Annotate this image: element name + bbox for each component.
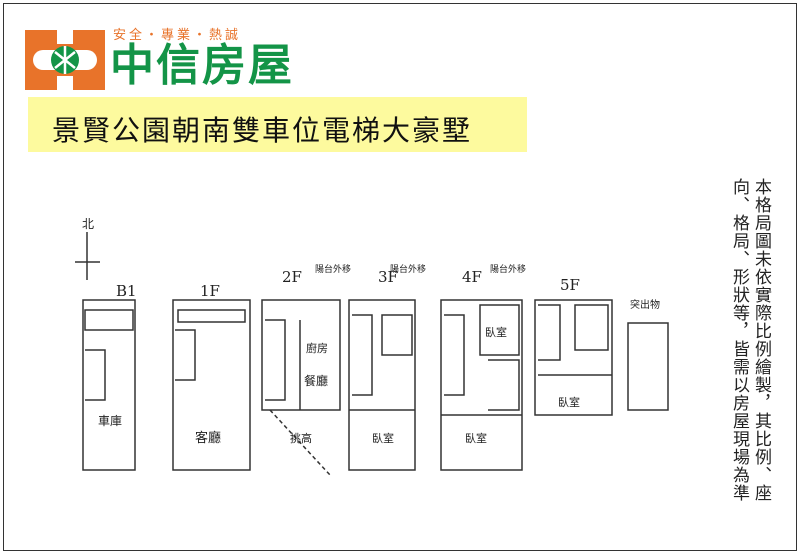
room-bedroom-3f: 臥室 <box>372 431 394 445</box>
room-kitchen: 廚房 <box>306 341 328 355</box>
balcony-note-2f: 陽台外移 <box>315 263 351 275</box>
disclaimer-line-1: 本格局圖未依實際比例繪製，其比例、座 <box>751 178 771 502</box>
floor-label-b1: B1 <box>116 282 137 300</box>
page-title: 景賢公園朝南雙車位電梯大豪墅 <box>52 114 473 147</box>
floor-plans: 北 B1 1F 2F 3F 4F 5F 突出物 車庫 客廳 廚房 餐廳 挑高 陽… <box>75 217 669 476</box>
balcony-note-3f: 陽台外移 <box>390 263 426 275</box>
slogan: 安全・專業・熱誠 <box>113 28 242 43</box>
plan-4f <box>440 299 523 471</box>
floor-label-2f: 2F <box>282 268 302 286</box>
page-border <box>3 3 797 551</box>
floor-label-1f: 1F <box>200 282 220 300</box>
plan-2f <box>261 299 341 411</box>
floor-label-3f: 3F <box>378 268 398 286</box>
room-void: 挑高 <box>290 431 312 445</box>
floor-label-roof: 突出物 <box>630 298 660 311</box>
disclaimer-line-2: 向、格局、形狀等，皆需以房屋現場為準 <box>729 178 749 502</box>
room-bedroom-4f-a: 臥室 <box>485 325 507 339</box>
room-dining: 餐廳 <box>304 373 328 388</box>
north-arrow: 北 <box>75 217 100 280</box>
plan-b1 <box>82 299 136 471</box>
logo-icon <box>25 30 105 90</box>
room-bedroom-4f-b: 臥室 <box>465 431 487 445</box>
plan-roof <box>627 322 669 411</box>
balcony-note-4f: 陽台外移 <box>490 263 526 275</box>
plan-1f <box>172 299 251 471</box>
room-living: 客廳 <box>195 430 221 446</box>
floor-label-4f: 4F <box>462 268 482 286</box>
room-bedroom-5f: 臥室 <box>558 395 580 409</box>
plan-3f <box>348 299 416 471</box>
title-banner: 景賢公園朝南雙車位電梯大豪墅 <box>28 97 527 152</box>
room-garage: 車庫 <box>98 414 122 428</box>
floor-label-5f: 5F <box>560 276 580 294</box>
plan-5f <box>534 299 613 416</box>
brand-name: 中信房屋 <box>110 40 294 91</box>
north-label: 北 <box>82 217 94 231</box>
